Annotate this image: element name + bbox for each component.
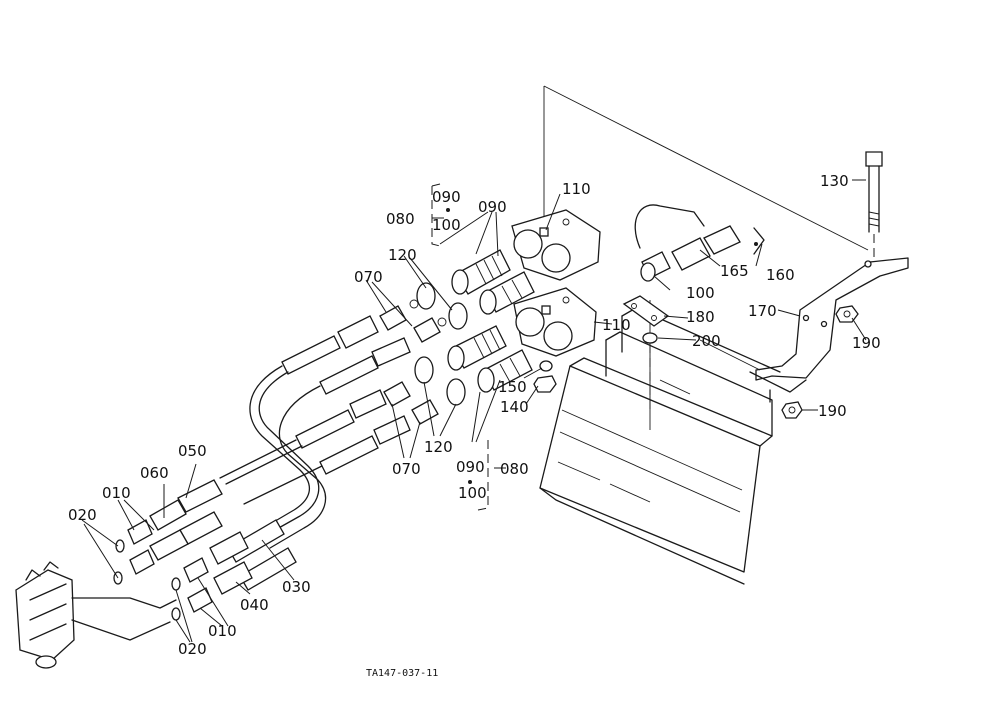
hydraulic-tubes [219,365,327,549]
label-190-upper: 190 [852,334,881,352]
coupler-060 [149,511,223,561]
label-110-lower: 110 [602,316,631,334]
label-200: 200 [692,332,721,350]
nut-190-lower [781,401,803,419]
label-165: 165 [720,262,749,280]
fitting-100 [640,251,671,282]
label-150: 150 [498,378,527,396]
label-130: 130 [820,172,849,190]
coupler-block-110-lower [513,287,597,357]
label-080-lower: 080 [500,460,529,478]
fittings-010 [127,519,213,613]
snap-rings-120 [409,282,468,406]
quick-coupler-090-row2a [447,325,507,371]
label-100-upper: 100 [432,216,461,234]
part-labels: 130 110 090 080 100 090 120 070 165 160 … [68,172,881,679]
label-100-lower: 100 [458,484,487,502]
coupler-050 [149,479,223,531]
label-110-upper: 110 [562,180,591,198]
label-080-upper: 080 [386,210,415,228]
coupler-lower-pair [209,531,253,595]
label-090-upper: 090 [432,188,461,206]
group-bracket-upper [431,183,441,247]
label-140: 140 [500,398,529,416]
quick-coupler-090-row2b [477,349,533,393]
group-bracket-lower [477,440,489,511]
leader-lines [81,179,867,643]
nut-140 [533,375,557,393]
label-180: 180 [686,308,715,326]
control-valve [15,561,177,669]
bracket-170 [749,257,909,403]
label-100-right: 100 [686,284,715,302]
bolt-130 [865,151,883,262]
hose-165 [634,204,741,271]
coupler-block-110-upper [511,209,601,281]
label-170: 170 [748,302,777,320]
washer-150 [539,360,553,372]
reference-dots [446,208,758,484]
label-090-group: 090 [478,198,507,216]
label-030: 030 [282,578,311,596]
screw-200 [642,332,658,410]
label-020-bottom: 020 [178,640,207,658]
label-190-lower: 190 [818,402,847,420]
hose-160 [753,227,765,255]
label-060: 060 [140,464,169,482]
label-010-left: 010 [102,484,131,502]
implement-frame [539,307,781,585]
label-050: 050 [178,442,207,460]
drawing-reference-code: TA147-037-11 [366,668,438,679]
quick-coupler-090-row1a [451,249,511,295]
label-040: 040 [240,596,269,614]
hose-bundle-upper [281,315,411,475]
nut-190-upper [835,305,859,323]
label-010-bottom: 010 [208,622,237,640]
label-120-lower: 120 [424,438,453,456]
label-120-upper: 120 [388,246,417,264]
pipe-040 [239,547,297,591]
quick-coupler-090-row1b [479,271,535,315]
label-090-lower: 090 [456,458,485,476]
label-070-lower: 070 [392,460,421,478]
label-160: 160 [766,266,795,284]
label-020-left: 020 [68,506,97,524]
label-070-upper: 070 [354,268,383,286]
